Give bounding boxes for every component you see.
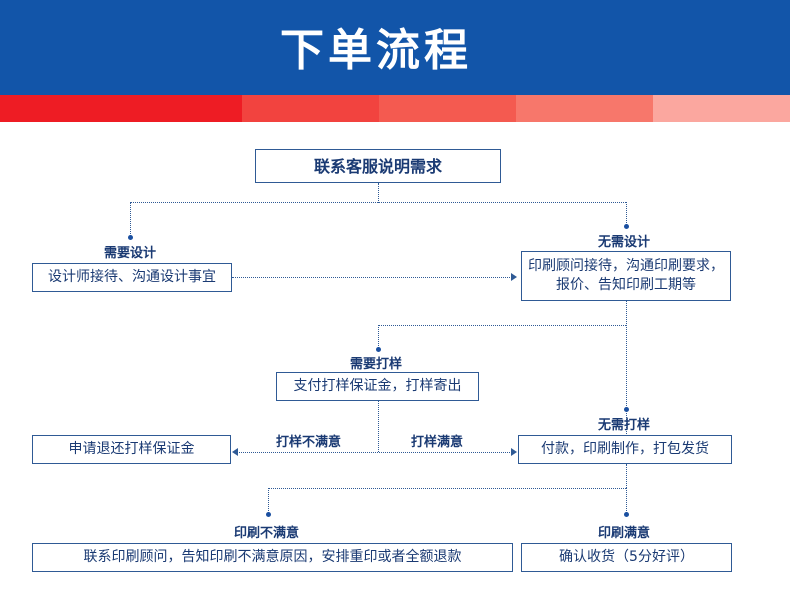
proof-unsatisfied-label: 打样不满意 [276,435,342,450]
need-proof-label: 需要打样 [350,357,403,372]
no-design-label: 无需设计 [598,235,651,250]
print-consultant-box: 印刷顾问接待，沟通印刷要求， 报价、告知印刷工期等 [521,251,731,301]
stripe-segment-4 [516,95,653,122]
connector-dot [624,224,629,229]
designer-text: 设计师接待、沟通设计事宜 [48,269,216,285]
no-proof-label: 无需打样 [598,418,651,433]
confirm-receipt-box: 确认收货（5分好评） [521,543,732,572]
connector-dot [624,407,629,412]
print-consultant-text-line1: 印刷顾问接待，沟通印刷要求， [528,258,724,274]
arrow-right-icon [511,273,517,281]
payment-text: 付款，印刷制作，打包发货 [541,441,709,457]
stripe-segment-1 [0,95,242,122]
confirm-receipt-text: 确认收货（5分好评） [559,549,694,565]
page-title: 下单流程 [280,25,472,76]
print-unsatisfied-label: 印刷不满意 [234,526,300,541]
need-design-label: 需要设计 [104,246,157,261]
arrow-right-icon [511,448,517,456]
refund-deposit-box: 申请退还打样保证金 [32,435,231,464]
proof-satisfied-label: 打样满意 [411,435,464,450]
header-banner: 下单流程 [0,0,790,95]
refund-deposit-text: 申请退还打样保证金 [68,441,195,457]
connector-dot [266,512,271,517]
stripe-segment-2 [242,95,379,122]
contact-service-box: 联系客服说明需求 [255,149,501,183]
connector-line [378,325,626,326]
connector-line [378,401,379,452]
connector-dot [376,347,381,352]
stripe-segment-3 [379,95,516,122]
connector-line [232,277,514,278]
connector-dot [624,512,629,517]
payment-box: 付款，印刷制作，打包发货 [518,435,732,464]
connector-line [130,202,131,238]
connector-line [378,325,379,350]
connector-line [268,488,269,515]
connector-line [268,488,626,489]
contact-service-text: 联系客服说明需求 [313,156,442,176]
proof-deposit-text: 支付打样保证金，打样寄出 [293,378,462,394]
connector-line [130,202,626,203]
print-satisfied-label: 印刷满意 [598,526,651,541]
print-unsatisfied-text: 联系印刷顾问，告知印刷不满意原因，安排重印或者全额退款 [83,549,462,565]
connector-line [626,464,627,488]
connector-dot [128,235,133,240]
print-unsatisfied-box: 联系印刷顾问，告知印刷不满意原因，安排重印或者全额退款 [32,543,513,572]
connector-line [626,202,627,227]
print-consultant-text-line2: 报价、告知印刷工期等 [556,277,696,293]
stripe-segment-5 [653,95,790,122]
connector-line [626,488,627,515]
designer-box: 设计师接待、沟通设计事宜 [32,263,232,292]
arrow-left-icon [232,448,238,456]
connector-line [237,452,514,453]
connector-line [378,183,379,203]
connector-line [626,301,627,488]
proof-deposit-box: 支付打样保证金，打样寄出 [276,372,479,401]
